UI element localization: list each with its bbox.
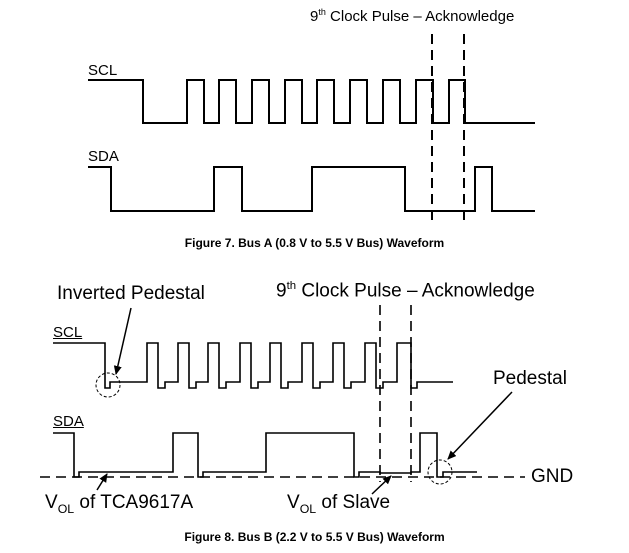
- fig7-sda-label: SDA: [88, 148, 119, 165]
- pedestal-arrow: [447, 391, 513, 460]
- vol-tca-text: of TCA9617A: [74, 492, 194, 513]
- fig7-ack-text: Clock Pulse – Acknowledge: [325, 8, 515, 25]
- fig8-caption: Figure 8. Bus B (2.2 V to 5.5 V Bus) Wav…: [184, 530, 445, 544]
- fig8-ack-annotation: 9th Clock Pulse – Acknowledge: [276, 280, 535, 302]
- gnd-label: GND: [531, 466, 574, 487]
- inverted-pedestal-label: Inverted Pedestal: [57, 283, 205, 304]
- fig7-sda-waveform: [88, 166, 535, 212]
- fig8-ack-number: 9: [276, 280, 287, 302]
- vol-symbol: V: [287, 492, 300, 513]
- vol-tca-arrow: [96, 473, 108, 491]
- fig7-ack-sup: th: [318, 7, 326, 17]
- fig8-sda-label: SDA: [53, 413, 84, 430]
- vol-subscript: OL: [299, 501, 317, 516]
- fig8-sda-waveform: [53, 432, 477, 478]
- fig7-ack-number: 9: [310, 8, 319, 25]
- vol-symbol: V: [45, 492, 58, 513]
- fig7-scl-waveform: [88, 79, 535, 124]
- vol-tca-label: VOL of TCA9617A: [45, 492, 193, 516]
- pedestal-label: Pedestal: [493, 368, 567, 389]
- vol-slave-text: of Slave: [316, 492, 391, 513]
- vol-slave-label: VOL of Slave: [287, 492, 390, 516]
- fig8-ack-text: Clock Pulse – Acknowledge: [296, 280, 535, 302]
- fig8-ack-sup: th: [286, 280, 297, 292]
- fig7-caption: Figure 7. Bus A (0.8 V to 5.5 V Bus) Wav…: [184, 236, 445, 250]
- fig8-scl-label: SCL: [53, 324, 83, 341]
- fig7-ack-annotation: 9th Clock Pulse – Acknowledge: [310, 7, 514, 25]
- inverted-pedestal-arrow: [113, 307, 132, 375]
- fig7-scl-label: SCL: [88, 62, 118, 79]
- vol-subscript: OL: [57, 501, 75, 516]
- vol-slave-arrow: [371, 475, 392, 495]
- inverted-pedestal-highlight: [95, 372, 121, 398]
- fig8-scl-waveform: [53, 342, 453, 389]
- pedestal-highlight: [427, 459, 453, 485]
